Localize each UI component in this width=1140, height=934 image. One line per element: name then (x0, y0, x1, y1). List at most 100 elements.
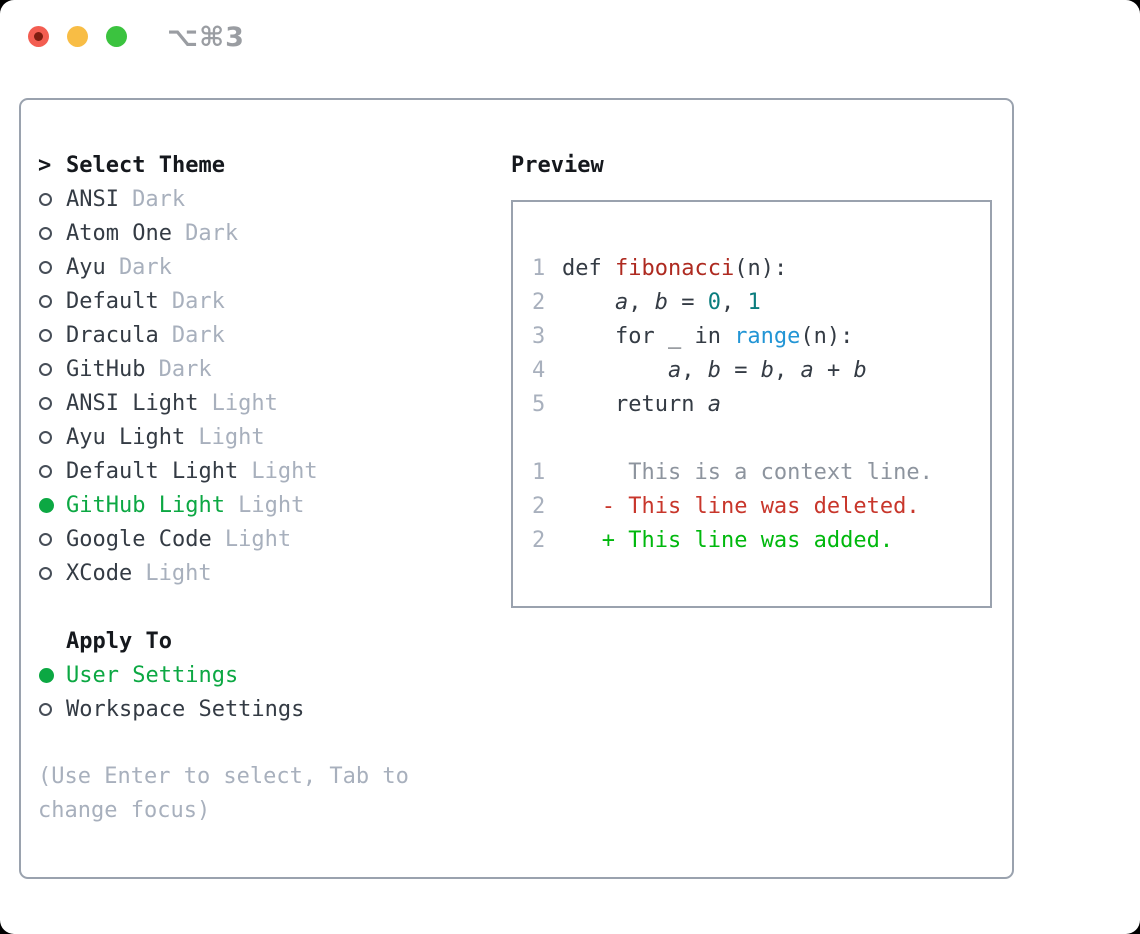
preview-line: 5 return a (532, 387, 990, 421)
radio-icon (38, 226, 66, 240)
code-token: = (720, 357, 761, 383)
option-label: ANSI (66, 186, 119, 212)
radio-icon (38, 260, 66, 274)
line-number: 5 (532, 391, 546, 417)
radio-selected-icon (38, 497, 66, 513)
code-token (562, 290, 615, 315)
apply-to-header-row: Apply To (38, 624, 493, 658)
preview-line: 2 - This line was deleted. (532, 489, 990, 523)
variant-tag: Dark (132, 186, 186, 212)
apply-option[interactable]: User Settings (38, 658, 493, 692)
code-token: This is a context line. (562, 459, 933, 485)
code-token: , (628, 289, 655, 315)
preview-line (532, 421, 990, 455)
variant-tag: Light (145, 560, 212, 586)
traffic-light-minimize[interactable] (67, 26, 88, 47)
variant-tag: Light (211, 390, 278, 416)
theme-option[interactable]: Dracula Dark (38, 318, 493, 352)
spacer (38, 590, 493, 624)
traffic-light-close[interactable] (28, 26, 49, 47)
window-title: ⌥⌘3 (167, 22, 245, 53)
code-token: (n): (734, 255, 788, 281)
code-token: (n): (800, 323, 854, 349)
theme-option[interactable]: Google Code Light (38, 522, 493, 556)
option-label: Google Code (66, 526, 212, 552)
keyboard-hint-line-2: change focus) (38, 798, 211, 823)
line-number: 2 (532, 493, 546, 519)
code-token: for _ in (562, 323, 735, 349)
titlebar: ⌥⌘3 (0, 0, 1140, 74)
code-token: fibonacci (614, 255, 735, 281)
keyboard-hint-line-1: (Use Enter to select, Tab to (38, 764, 409, 789)
code-token: = (667, 289, 708, 315)
preview-line: 2 a, b = 0, 1 (532, 285, 990, 319)
code-token (562, 358, 668, 383)
line-number: 2 (532, 527, 546, 553)
option-label: XCode (66, 560, 133, 586)
code-token: - This line was deleted. (601, 493, 920, 519)
code-token: a (800, 357, 814, 383)
apply-option[interactable]: Workspace Settings (38, 692, 493, 726)
theme-option[interactable]: GitHub Light Light (38, 488, 493, 522)
option-label: Dracula (66, 322, 159, 348)
line-number: 4 (532, 357, 546, 383)
radio-icon (38, 532, 66, 546)
line-number: 2 (532, 289, 546, 315)
code-token: def (562, 255, 615, 281)
line-number: 1 (532, 459, 546, 485)
theme-option[interactable]: ANSI Dark (38, 182, 493, 216)
variant-tag: Dark (158, 356, 212, 382)
option-label: Default Light (66, 458, 239, 484)
option-label: User Settings (66, 662, 239, 688)
theme-option[interactable]: XCode Light (38, 556, 493, 590)
option-label: Default (66, 288, 159, 314)
theme-option[interactable]: Default Light Light (38, 454, 493, 488)
traffic-light-zoom[interactable] (106, 26, 127, 47)
preview-line: 3 for _ in range(n): (532, 319, 990, 353)
variant-tag: Light (224, 526, 292, 552)
radio-selected-icon (38, 667, 66, 683)
code-token: , (720, 289, 748, 315)
preview-line: 1 This is a context line. (532, 455, 990, 489)
preview-header: Preview (511, 152, 604, 178)
code-token: a (667, 357, 682, 383)
radio-icon (38, 702, 66, 716)
code-token: a (614, 289, 629, 315)
radio-icon (38, 566, 66, 580)
select-theme-header: Select Theme (66, 152, 225, 178)
preview-line: 4 a, b = b, a + b (532, 353, 990, 387)
option-label: Atom One (66, 220, 172, 246)
code-token (562, 528, 602, 553)
code-token: + This line was added. (601, 527, 894, 553)
variant-tag: Light (251, 458, 318, 484)
radio-icon (38, 464, 66, 478)
code-token: b (853, 357, 867, 383)
option-label: GitHub Light (66, 492, 225, 518)
code-token: b (654, 289, 668, 315)
close-dot-icon (34, 32, 43, 41)
code-token: range (734, 323, 801, 349)
select-theme-header-row: > Select Theme (38, 148, 493, 182)
variant-tag: Dark (171, 322, 225, 348)
radio-icon (38, 396, 66, 410)
code-token: return (562, 391, 708, 417)
line-number: 1 (532, 255, 546, 281)
option-label: Workspace Settings (66, 696, 305, 722)
radio-icon (38, 430, 66, 444)
code-token: b (707, 357, 721, 383)
variant-tag: Light (238, 492, 305, 518)
code-token: 1 (747, 289, 761, 315)
code-token: a (707, 391, 721, 417)
